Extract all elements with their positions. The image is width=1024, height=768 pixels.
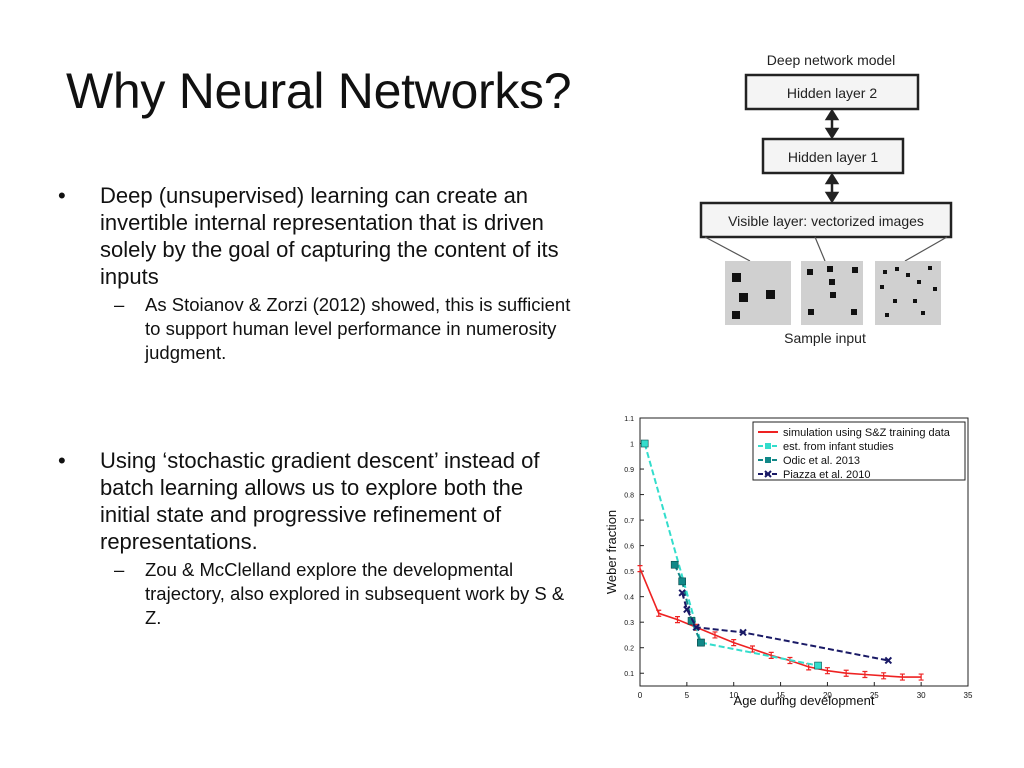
data-point-errorbar	[656, 609, 662, 617]
data-point-x	[683, 605, 691, 614]
data-point-square	[697, 638, 705, 647]
sample-image	[725, 261, 791, 325]
sub-bullet-item: – Zou & McClelland explore the developme…	[58, 558, 578, 630]
bullet-marker: •	[58, 183, 66, 208]
data-point-errorbar	[637, 564, 643, 573]
sample-image	[801, 261, 863, 325]
legend-label: Piazza et al. 2010	[783, 469, 870, 481]
sub-bullet-item: – As Stoianov & Zorzi (2012) showed, thi…	[58, 293, 578, 365]
sub-bullet-marker: –	[114, 559, 125, 580]
diagram-caption: Sample input	[784, 330, 866, 346]
bullet-text: Deep (unsupervised) learning can create …	[100, 183, 559, 289]
data-point-errorbar	[768, 651, 774, 659]
data-point-errorbar	[674, 616, 680, 624]
connector-lines	[704, 236, 948, 262]
data-point-square	[687, 617, 696, 625]
slide-title: Why Neural Networks?	[66, 63, 572, 119]
hidden-layer-1-label: Hidden layer 1	[788, 149, 878, 165]
y-tick-label: 1.1	[624, 416, 634, 423]
data-point-errorbar	[881, 672, 887, 680]
y-tick-label: 0.4	[624, 595, 634, 602]
series-line	[673, 564, 702, 643]
x-tick-label: 5	[685, 691, 690, 700]
data-point-x	[739, 628, 747, 637]
x-tick-label: 0	[638, 691, 643, 700]
x-tick-label: 10	[729, 691, 738, 700]
sample-image	[875, 261, 941, 325]
sub-bullet-marker: –	[114, 294, 125, 315]
series-line	[639, 568, 922, 678]
legend-swatch-marker	[765, 443, 771, 449]
hidden-layer-2-label: Hidden layer 2	[787, 85, 877, 101]
y-tick-label: 0.3	[624, 620, 634, 627]
hidden-layer-1-box	[761, 137, 905, 175]
data-point-errorbar	[824, 667, 830, 675]
bullet-text: Using ‘stochastic gradient descent’ inst…	[100, 448, 540, 554]
y-tick-label: 0.2	[624, 646, 634, 653]
deep-network-diagram: Deep network model Hidden layer 2 Hidden…	[695, 47, 955, 357]
data-point-square	[678, 577, 686, 586]
x-tick-label: 30	[917, 691, 926, 700]
weber-fraction-chart: 0 5 10 15 20 25 30 35 0.1 0.2 0.3 0.4 0.5 0.6 0.7 0.8 0.…	[598, 412, 978, 712]
x-axis-label: Age during development	[734, 693, 875, 708]
series-line	[643, 443, 819, 667]
data-point-x	[884, 656, 893, 665]
sub-bullet-text: As Stoianov & Zorzi (2012) showed, this …	[145, 294, 571, 363]
diagram-title: Deep network model	[767, 52, 895, 68]
y-tick-label: 0.9	[624, 467, 634, 474]
data-point-errorbar	[862, 670, 868, 679]
y-tick-label: 0.8	[624, 493, 634, 500]
y-tick-label: 0.7	[624, 518, 634, 525]
visible-layer-label: Visible layer: vectorized images	[728, 213, 924, 229]
bullet-marker: •	[58, 448, 66, 473]
data-point-square	[670, 560, 679, 569]
x-tick-label: 20	[823, 691, 832, 700]
data-point-errorbar	[899, 673, 905, 681]
y-tick-label: 0.5	[624, 569, 634, 576]
data-point-x	[678, 589, 686, 597]
sub-bullet-text: Zou & McClelland explore the development…	[145, 559, 565, 628]
data-point-square	[640, 439, 649, 448]
y-tick-label: 0.1	[624, 671, 634, 678]
legend-swatch-marker	[765, 457, 771, 463]
data-point-x	[692, 623, 700, 632]
visible-layer-box	[699, 201, 953, 239]
legend-label: Odic et al. 2013	[783, 455, 860, 467]
legend-swatch-marker	[764, 470, 772, 478]
y-tick-label: 0.6	[624, 544, 634, 551]
bullet-item: • Deep (unsupervised) learning can creat…	[58, 182, 578, 290]
x-tick-label: 15	[776, 691, 785, 700]
data-point-errorbar	[918, 673, 924, 681]
data-point-errorbar	[712, 631, 718, 639]
y-axis-label: Weber fraction	[604, 510, 619, 594]
x-tick-label: 25	[870, 691, 879, 700]
data-point-square	[814, 661, 822, 670]
legend-label: simulation using S&Z training data	[783, 427, 951, 439]
legend-box	[752, 421, 966, 481]
double-arrow-icon	[824, 172, 840, 204]
y-tick-label: 1	[630, 442, 634, 449]
data-point-errorbar	[843, 669, 849, 677]
double-arrow-icon	[824, 108, 840, 140]
data-point-errorbar	[731, 639, 737, 647]
bullet-list: • Deep (unsupervised) learning can creat…	[58, 182, 578, 630]
bullet-item: • Using ‘stochastic gradient descent’ in…	[58, 447, 578, 555]
x-tick-label: 35	[964, 691, 973, 700]
legend-label: est. from infant studies	[783, 441, 894, 453]
